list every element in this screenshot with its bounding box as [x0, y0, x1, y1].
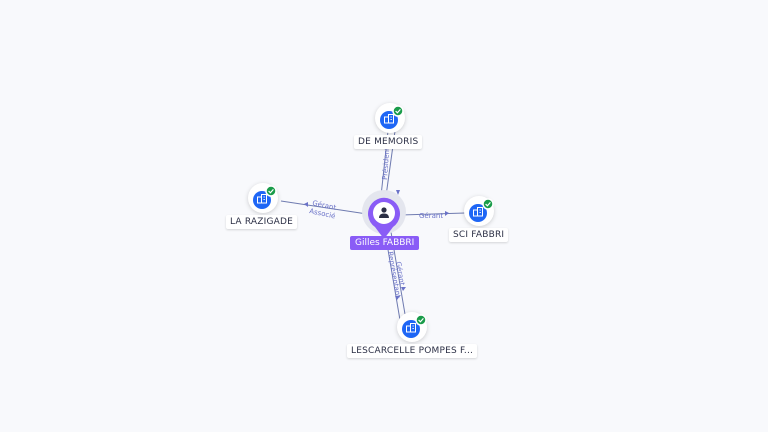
person-node-inner [373, 202, 395, 224]
edge-la-razigade: Gérant Associé [280, 199, 368, 220]
company-node-lescarcelle[interactable] [397, 312, 427, 342]
company-node-de-memoris[interactable] [375, 103, 405, 133]
check-badge [415, 314, 427, 326]
person-label[interactable]: Gilles FABBRI [350, 236, 420, 250]
edge-arrow [396, 190, 400, 195]
edge-sci-fabbri: Gérant [400, 211, 466, 220]
company-label-lescarcelle[interactable]: LESCARCELLE POMPES F... [347, 344, 478, 358]
company-label-sci-fabbri[interactable]: SCI FABBRI [449, 228, 509, 242]
building-icon [384, 114, 394, 124]
edge-arrow [401, 287, 406, 291]
edge-label-gerant: Gérant [419, 212, 443, 220]
check-icon [268, 189, 274, 194]
building-icon [473, 207, 483, 217]
check-icon [418, 318, 424, 323]
company-label-de-memoris[interactable]: DE MEMORIS [354, 135, 423, 149]
edge-arrow [304, 202, 308, 207]
building-icon [406, 323, 416, 333]
edge-arrow [445, 211, 449, 216]
building-icon [257, 194, 267, 204]
user-icon [379, 207, 389, 218]
check-badge [265, 185, 277, 197]
check-icon [395, 109, 401, 114]
edge-label-president: Président [381, 147, 391, 180]
edge-arrow [395, 296, 400, 300]
company-node-sci-fabbri[interactable] [464, 196, 494, 226]
check-icon [485, 202, 491, 207]
company-label-la-razigade[interactable]: LA RAZIGADE [226, 215, 298, 229]
check-badge [392, 105, 404, 117]
check-badge [482, 198, 494, 210]
company-node-la-razigade[interactable] [248, 183, 278, 213]
person-node-center[interactable] [362, 190, 406, 239]
